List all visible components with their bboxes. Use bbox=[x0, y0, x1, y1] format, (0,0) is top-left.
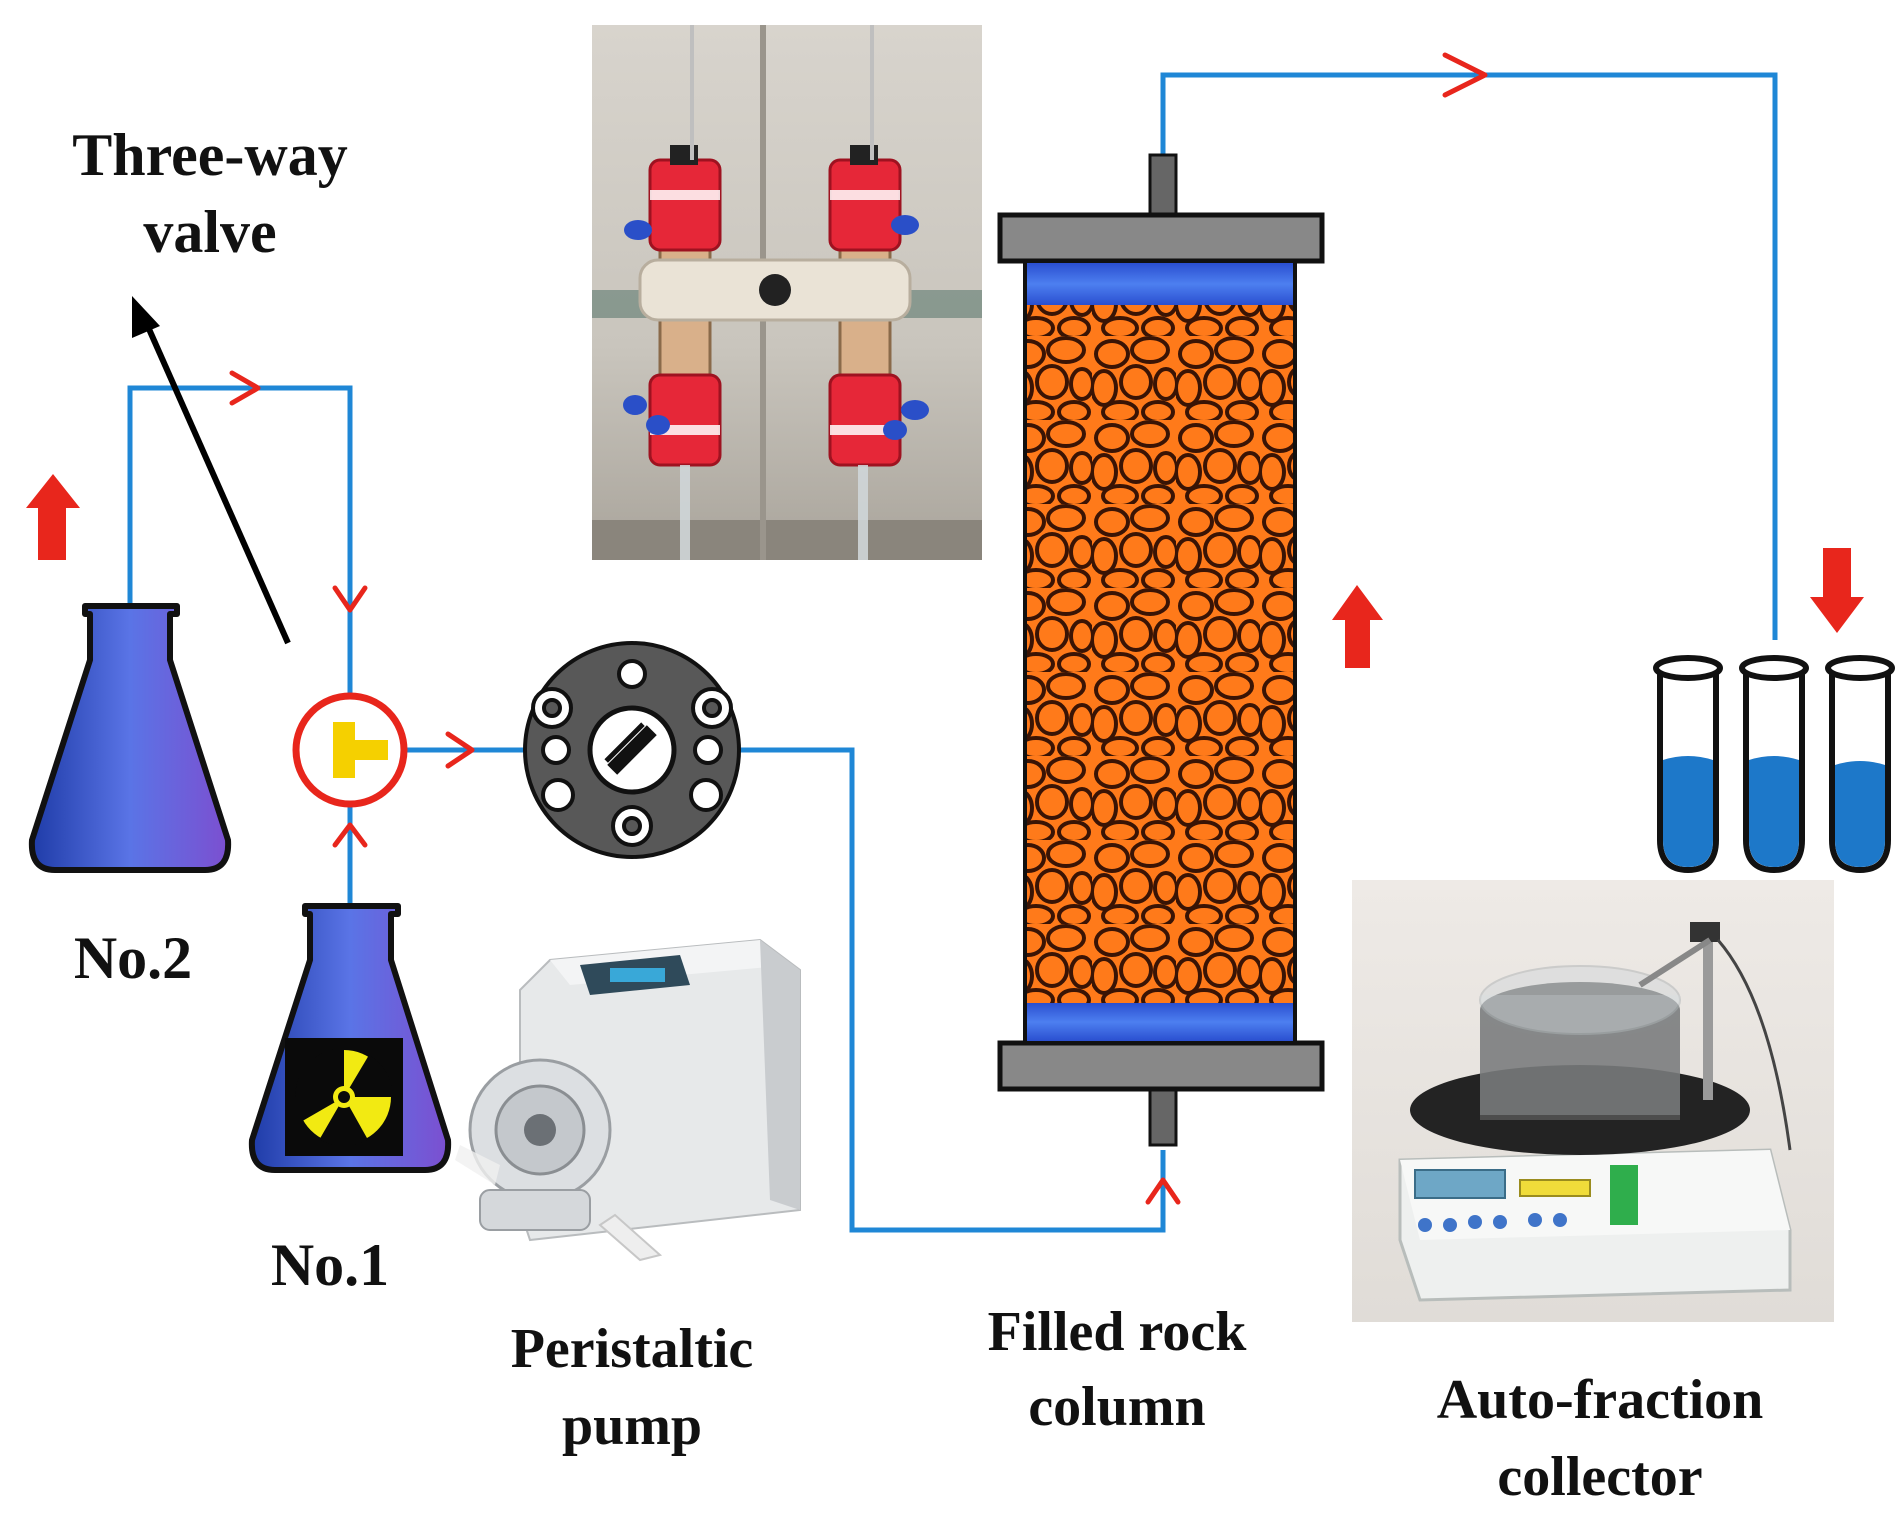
filled-rock-column bbox=[997, 153, 1325, 1147]
column-bottom-fitting bbox=[1148, 1083, 1178, 1147]
tube-no2-to-valve bbox=[127, 385, 353, 715]
flow-direction-chevrons bbox=[229, 52, 1488, 1205]
column-rock-fill bbox=[1027, 305, 1293, 1003]
peristaltic-pump-photo bbox=[455, 938, 801, 1262]
tube-column-to-collector bbox=[1160, 72, 1778, 640]
three-way-valve-photo bbox=[592, 25, 982, 560]
flask-no2-label: No.2 bbox=[74, 925, 192, 991]
arrow-up-icon bbox=[26, 474, 80, 560]
radiation-icon bbox=[285, 1038, 403, 1156]
fraction-collector-photo bbox=[1352, 880, 1834, 1322]
test-tube-icon bbox=[1825, 655, 1895, 874]
pump-label-line2: pump bbox=[562, 1395, 702, 1457]
column-bottom-blue-layer bbox=[1027, 1003, 1293, 1041]
arrow-down-icon bbox=[1810, 548, 1864, 633]
three-way-valve-label-line2: valve bbox=[143, 199, 276, 265]
chevron-down-icon bbox=[332, 585, 368, 613]
pump-label-line1: Peristaltic bbox=[511, 1318, 754, 1380]
three-way-valve-symbol bbox=[292, 692, 408, 808]
chevron-up-icon bbox=[332, 822, 368, 848]
test-tubes bbox=[1653, 655, 1895, 874]
collector-label-line1: Auto-fraction bbox=[1437, 1369, 1764, 1431]
test-tube-icon bbox=[1739, 655, 1809, 874]
pump-head-icon bbox=[523, 641, 741, 859]
tube-pump-to-column bbox=[737, 747, 1166, 1233]
arrow-up-icon bbox=[1332, 585, 1383, 668]
chevron-right-icon bbox=[1442, 52, 1488, 98]
tubing-network bbox=[127, 72, 1778, 1233]
three-way-valve-label-line1: Three-way bbox=[72, 122, 348, 188]
column-top-cap bbox=[997, 212, 1325, 264]
flask-no1-icon bbox=[248, 903, 452, 1173]
column-label-line2: column bbox=[1028, 1376, 1205, 1438]
chevron-up-icon bbox=[1145, 1177, 1181, 1205]
column-bottom-cap bbox=[997, 1040, 1325, 1092]
valve-pointer-arrow bbox=[132, 296, 291, 645]
big-flow-arrows bbox=[26, 474, 1864, 668]
chevron-right-icon bbox=[445, 731, 475, 769]
column-label-line1: Filled rock bbox=[988, 1301, 1248, 1363]
column-top-fitting bbox=[1148, 153, 1178, 217]
column-top-blue-layer bbox=[1027, 263, 1293, 305]
flask-no1-label: No.1 bbox=[271, 1232, 389, 1298]
chevron-right-icon bbox=[229, 370, 261, 406]
collector-label-line2: collector bbox=[1497, 1446, 1702, 1508]
flask-no2-icon bbox=[28, 603, 232, 873]
test-tube-icon bbox=[1653, 655, 1723, 874]
labels: Three-way valve No.2 No.1 Peristaltic pu… bbox=[72, 122, 1763, 1508]
